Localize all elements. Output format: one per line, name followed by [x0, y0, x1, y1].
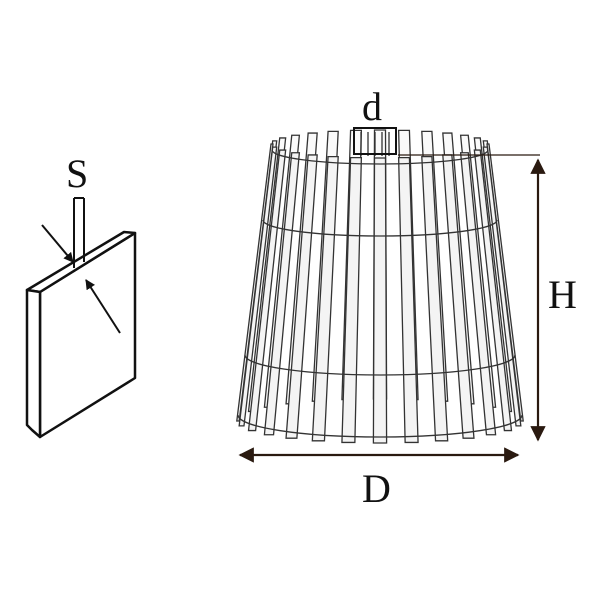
- lampshade-fin: [341, 156, 363, 444]
- hole-diameter-dimension: [353, 127, 397, 155]
- lampshade-fin: [482, 146, 522, 427]
- lampshade-part: [236, 129, 524, 444]
- lampshade-ring: [237, 414, 523, 438]
- lampshade-fin: [459, 152, 497, 436]
- lampshade-fin: [311, 155, 339, 442]
- lampshade-fin: [397, 156, 419, 444]
- label-height: H: [548, 272, 577, 317]
- lampshade-fin: [285, 154, 318, 439]
- label-diameter: D: [362, 466, 391, 511]
- lampshade-fin: [421, 155, 449, 442]
- height-dimension: [398, 154, 546, 442]
- lampshade-fin: [372, 157, 388, 444]
- lampshade-ring: [262, 219, 498, 237]
- lampshade-fin: [238, 146, 278, 427]
- lampshade-fin: [247, 149, 287, 432]
- label-hole-diameter: d: [362, 84, 382, 129]
- thickness-arrow-right: [85, 279, 121, 334]
- lampshade-ring: [271, 149, 489, 165]
- slab-part: [25, 230, 137, 439]
- thickness-dimension: [41, 197, 121, 334]
- thickness-arrow-left: [41, 224, 74, 263]
- lampshade-fin: [263, 152, 301, 436]
- slab-side-face: [25, 288, 42, 439]
- label-thickness: S: [66, 151, 88, 196]
- lampshade-ring: [244, 354, 516, 376]
- lampshade-fin: [473, 149, 513, 432]
